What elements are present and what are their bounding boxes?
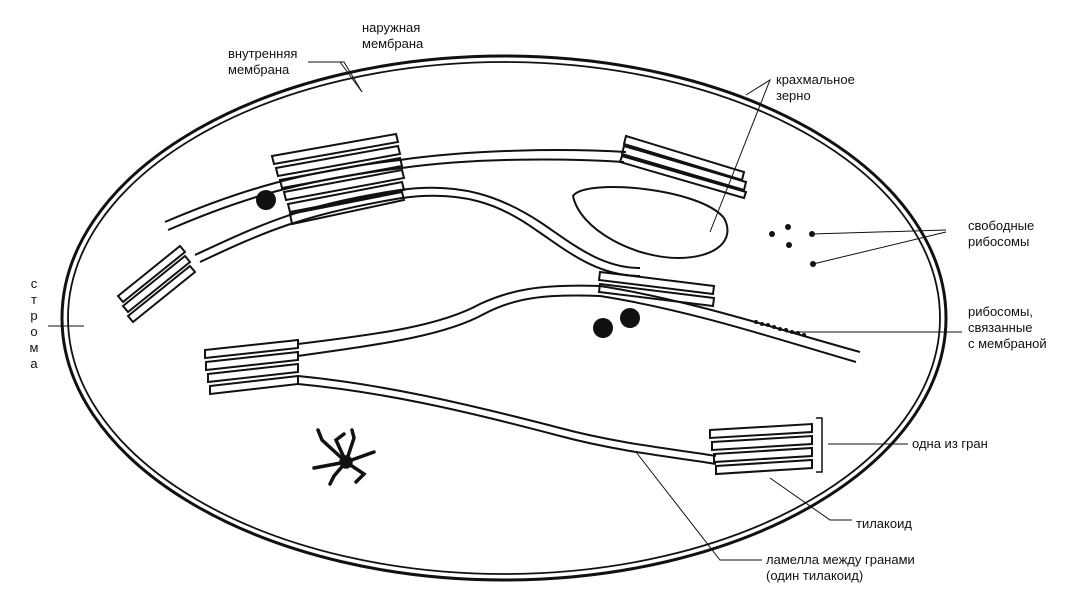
granum-bottom-right xyxy=(709,422,813,476)
lamella-lower xyxy=(297,375,717,465)
outer-membrane xyxy=(60,54,948,582)
label-thylakoid: тилакоид xyxy=(856,516,912,531)
starch-grain xyxy=(571,186,729,260)
label-bound-ribosomes: рибосомы, связанные с мембраной xyxy=(968,304,1047,351)
granum-center xyxy=(597,270,716,308)
free-ribosomes xyxy=(769,224,816,267)
label-starch-grain: крахмальное зерно xyxy=(776,72,855,103)
label-outer-membrane: наружная мембрана xyxy=(362,20,424,51)
plastoglobules xyxy=(256,190,640,338)
label-one-granum: одна из гран xyxy=(912,436,988,451)
lamella-top xyxy=(164,149,627,231)
granum-left xyxy=(116,244,197,324)
lamella-middle xyxy=(297,284,861,363)
crystal-inclusion xyxy=(312,428,376,486)
label-free-ribosomes: свободные рибосомы xyxy=(968,218,1035,249)
lamella-upper xyxy=(194,186,641,277)
bound-ribosomes xyxy=(754,320,806,337)
label-lamella: ламелла между гранами (один тилакоид) xyxy=(766,552,915,583)
inner-membrane xyxy=(67,61,941,575)
granum-middle-left xyxy=(204,338,299,396)
label-stroma: с т р о м а xyxy=(29,276,39,371)
leader-lines xyxy=(48,61,962,561)
granum-bracket xyxy=(816,417,823,473)
label-inner-membrane: внутренняя мембрана xyxy=(228,46,298,77)
